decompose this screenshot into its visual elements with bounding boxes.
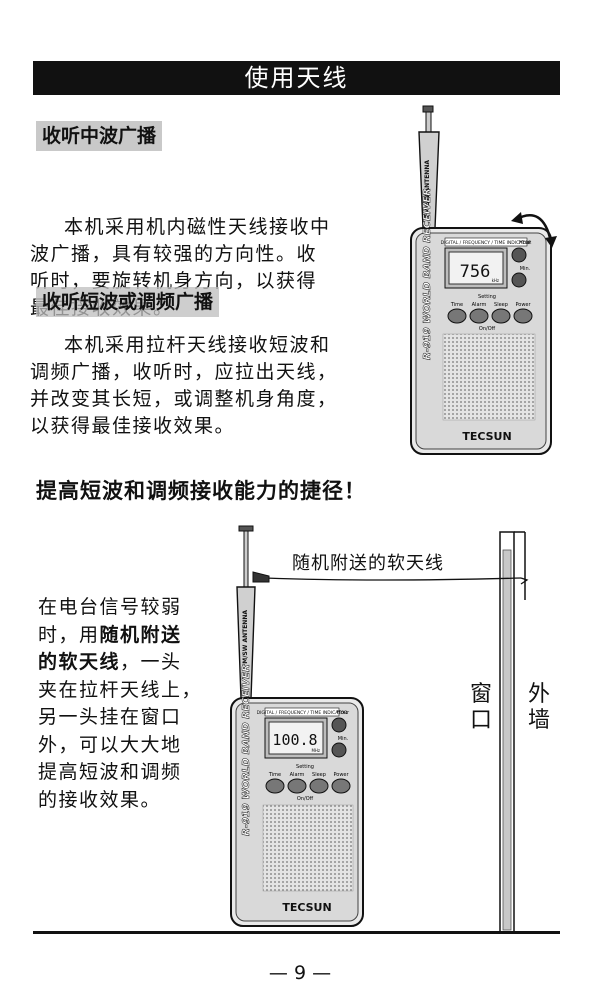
wire-label: 随机附送的软天线 — [292, 553, 444, 574]
section-label-sw-fm: 收听短波或调频广播 — [36, 287, 220, 317]
section-heading-tip: 提高短波和调频接收能力的捷径！ — [36, 479, 366, 503]
text-run: 夹在拉杆天线上， — [38, 678, 203, 701]
hour-button[interactable] — [331, 717, 347, 733]
onoff-label: On/Off — [297, 796, 314, 802]
footer-rule — [33, 931, 560, 934]
window-label: 窗口 — [470, 682, 493, 733]
time-button[interactable] — [265, 778, 285, 794]
body-line: 波广播，具有较强的方向性。收 — [30, 243, 318, 265]
onoff-label: On/Off — [479, 326, 496, 332]
text-run: ，一头 — [120, 651, 182, 673]
bold-run: 的软天线 — [38, 651, 121, 673]
body-line: 调频广播，收听时，应拉出天线， — [30, 361, 338, 383]
power-label: Power — [333, 772, 349, 778]
hour-button[interactable] — [511, 247, 527, 263]
body-line: 的软天线，一头 — [38, 649, 218, 677]
body-line: 本机采用拉杆天线接收短波和 — [64, 334, 331, 356]
time-label: Time — [450, 302, 463, 308]
speaker-grille — [442, 333, 536, 421]
lcd-frequency: 756 — [460, 262, 491, 282]
setting-label: Setting — [296, 764, 314, 770]
text-run: 在电台信号较弱 — [38, 596, 182, 618]
outside-wall-label: 外墙 — [528, 682, 551, 733]
section-label-mw: 收听中波广播 — [36, 121, 163, 151]
antenna-label: FM/SW ANTENNA — [424, 160, 431, 218]
body-line: 提高短波和调频 — [38, 759, 218, 787]
alarm-label: Alarm — [472, 302, 487, 308]
page-number: — 9 — — [268, 962, 332, 984]
power-label: Power — [515, 302, 531, 308]
brand-logo: TECSUN — [282, 901, 331, 914]
brand-logo: TECSUN — [462, 430, 511, 443]
alarm-label: Alarm — [290, 772, 305, 778]
text-run: 另一头挂在窗口 — [38, 706, 182, 728]
sleep-label: Sleep — [494, 302, 508, 308]
lcd-unit: kHz — [492, 278, 499, 283]
indicator-strip: DIGITAL / FREQUENCY / TIME INDICATOR — [257, 710, 348, 716]
sleep-button[interactable] — [309, 778, 329, 794]
power-button[interactable] — [513, 308, 533, 324]
setting-label: Setting — [478, 294, 496, 300]
antenna-label: FM/SW ANTENNA — [242, 610, 249, 668]
text-run: 时，用 — [38, 623, 100, 646]
min-button[interactable] — [331, 742, 347, 758]
min-label: Min. — [338, 736, 349, 742]
text-run: 提高短波和调频 — [38, 761, 182, 783]
body-line: 本机采用机内磁性天线接收中 — [64, 216, 331, 238]
alarm-button[interactable] — [469, 308, 489, 324]
body-line: 以获得最佳接收效果。 — [30, 415, 236, 437]
sleep-label: Sleep — [312, 772, 326, 778]
page-title: 使用天线 — [33, 61, 560, 95]
body-line: 外，可以大大地 — [38, 732, 218, 760]
sleep-button[interactable] — [491, 308, 511, 324]
side-branding: R-919 WORLD BAND RECEIVER — [422, 188, 433, 360]
body-line: 听时，要旋转机身方向，以获得 — [30, 270, 318, 292]
body-line: 夹在拉杆天线上， — [38, 677, 218, 705]
section-body-sw-fm: 本机采用拉杆天线接收短波和 调频广播，收听时，应拉出天线， 并改变其长短，或调整… — [30, 332, 400, 440]
lcd-frequency: 100.8 — [272, 731, 317, 749]
speaker-grille — [262, 804, 354, 892]
side-branding: R-919 WORLD BAND RECEIVER — [241, 664, 252, 836]
radio-illustration-top: FM/SW ANTENNA R-919 WORLD BAND RECEIVER … — [410, 105, 557, 455]
hour-label: Hour — [519, 240, 532, 246]
indicator-strip: DIGITAL / FREQUENCY / TIME INDICATOR — [441, 240, 532, 246]
hour-label: Hour — [337, 710, 350, 716]
bold-run: 随机附送 — [99, 623, 182, 646]
lcd-unit: MHz — [311, 748, 320, 753]
body-line: 另一头挂在窗口 — [38, 704, 218, 732]
time-label: Time — [268, 772, 281, 778]
min-button[interactable] — [511, 272, 527, 288]
body-line: 并改变其长短，或调整机身角度， — [30, 388, 338, 410]
body-line: 在电台信号较弱 — [38, 594, 218, 622]
power-button[interactable] — [331, 778, 351, 794]
min-label: Min. — [520, 266, 531, 272]
time-button[interactable] — [447, 308, 467, 324]
soft-antenna-wire — [264, 577, 522, 581]
body-line: 的接收效果。 — [38, 787, 218, 815]
text-run: 的接收效果。 — [38, 788, 162, 811]
body-line: 时，用随机附送 — [38, 622, 218, 650]
alarm-button[interactable] — [287, 778, 307, 794]
wire-clip — [252, 571, 270, 583]
antenna-diagram: FM/SW ANTENNA R-919 WORLD BAND RECEIVER … — [230, 525, 529, 933]
section-body-tip: 在电台信号较弱时，用随机附送的软天线，一头夹在拉杆天线上，另一头挂在窗口外，可以… — [38, 594, 218, 814]
text-run: 外，可以大大地 — [38, 733, 182, 756]
